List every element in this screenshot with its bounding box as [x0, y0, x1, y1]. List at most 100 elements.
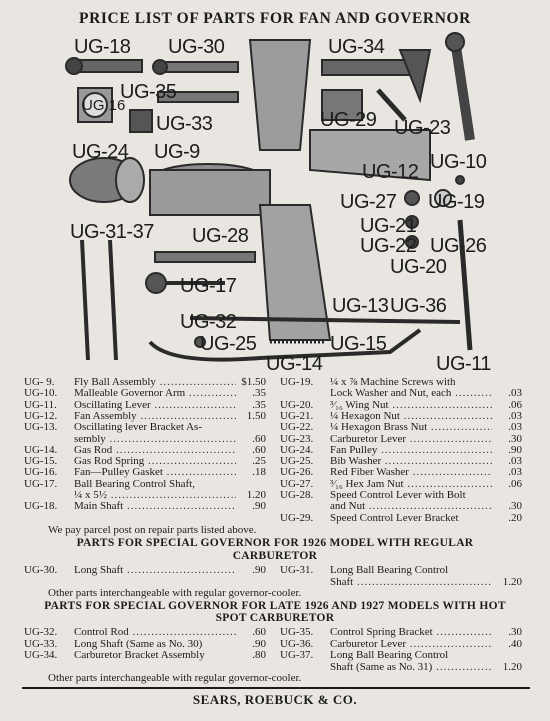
figure-label-ug26: UG-26 — [430, 235, 487, 257]
part-code: UG-10. — [24, 387, 58, 400]
part-code: UG-30. — [24, 564, 58, 576]
figure-label-ug10: UG-10 — [430, 151, 487, 173]
part-row: UG-32.Control Rod.60 — [24, 626, 266, 638]
part-row: UG-29.Speed Control Lever Bracket.20 — [280, 512, 522, 524]
section1-heading-line1: PARTS FOR SPECIAL GOVERNOR FOR 1926 MODE… — [76, 537, 474, 549]
part-row: UG-30. Long Shaft .90 — [24, 564, 266, 576]
figure-label-ug31-37: UG-31-37 — [70, 221, 154, 243]
part-description: Fan Pulley — [330, 444, 492, 456]
part-row: UG-18.Main Shaft.90 — [24, 500, 266, 512]
part-code: UG-20. — [280, 398, 314, 411]
part-description: Malleable Governor Arm — [74, 387, 236, 399]
part-row: UG-11.Oscillating Lever.35 — [24, 399, 266, 411]
part-row: Shaft 1.20 — [280, 576, 522, 588]
part-price: .03 — [508, 387, 522, 400]
figure-label-ug28: UG-28 — [192, 225, 249, 247]
part-description: Long Shaft — [74, 564, 236, 576]
part-code: UG-35. — [280, 626, 314, 638]
figure-label-ug20: UG-20 — [390, 256, 447, 278]
part-code: UG-13. — [24, 421, 58, 434]
figure-label-ug25: UG-25 — [200, 333, 257, 355]
part-row: UG-34.Carburetor Bracket Assembly.80 — [24, 649, 266, 661]
part-code: UG-32. — [24, 626, 58, 638]
part-row: and Nut.30 — [280, 500, 522, 512]
part-code: UG-28. — [280, 489, 314, 501]
part-row: Shaft (Same as No. 31)1.20 — [280, 661, 522, 673]
part-price: .20 — [508, 511, 522, 524]
part-price: 1.20 — [502, 575, 522, 588]
part-description: Carburetor Lever — [330, 638, 492, 650]
figure-label-ug18: UG-18 — [74, 36, 131, 58]
figure-label-ug14: UG-14 — [266, 353, 323, 375]
part-description: sembly — [74, 433, 236, 445]
part-row: UG-25.Bib Washer.03 — [280, 455, 522, 467]
part-description: Shaft — [330, 576, 492, 588]
part-description: Speed Control Lever with Bolt — [330, 489, 466, 501]
part-code: UG- 9. — [24, 376, 55, 388]
part-price: .18 — [252, 466, 266, 479]
part-code: UG-33. — [24, 637, 58, 650]
part-price: .90 — [252, 564, 266, 576]
part-row: UG-21.¼ Hexagon Nut.03 — [280, 410, 522, 422]
part-row: UG-10.Malleable Governor Arm.35 — [24, 387, 266, 399]
part-price: .60 — [252, 432, 266, 445]
part-description: Carburetor Lever — [330, 433, 492, 445]
part-row: UG-26.Red Fiber Washer.03 — [280, 466, 522, 478]
figure-label-ug35: UG-35 — [120, 81, 177, 103]
part-code: UG-23. — [280, 432, 314, 445]
figure-label-ug33: UG-33 — [156, 113, 213, 135]
parts-illustration: UG-18 UG-30 UG-34 UG-35 UG-33 UG-29 UG-2… — [65, 32, 492, 375]
figure-label-ug13: UG-13 — [332, 295, 389, 317]
part-price: .03 — [508, 466, 522, 479]
long-shaft-shape — [157, 61, 239, 73]
part-description: Bib Washer — [330, 455, 492, 467]
part-row: UG-37.Long Ball Bearing Control — [280, 649, 522, 661]
part-price: .60 — [252, 626, 266, 638]
figure-label-ug24: UG-24 — [72, 141, 129, 163]
part-price: .90 — [252, 500, 266, 513]
part-description: ¼ Hexagon Nut — [330, 410, 492, 422]
part-row: Lock Washer and Nut, each .03 — [280, 387, 522, 399]
figure-label-ug11: UG-11 — [436, 353, 491, 375]
part-description: ³⁄₁₆ Wing Nut — [330, 399, 492, 411]
part-description: Oscillating lever Bracket As- — [74, 421, 202, 434]
part-row: sembly .60 — [24, 433, 266, 445]
part-description: Long Ball Bearing Control — [330, 564, 449, 576]
part-code: UG-27. — [280, 477, 314, 490]
part-code: UG-34. — [24, 649, 58, 661]
part-row: UG-35.Control Spring Bracket.30 — [280, 626, 522, 638]
part-price: .30 — [508, 500, 522, 513]
postage-note: We pay parcel post on repair parts liste… — [48, 524, 257, 536]
part-row: UG- 9.Fly Ball Assembly$1.50 — [24, 376, 266, 388]
figure-label-ug27: UG-27 — [340, 191, 397, 213]
part-description: Ball Bearing Control Shaft, — [74, 477, 195, 490]
part-code: UG-18. — [24, 500, 58, 513]
part-description: ¼ Hexagon Brass Nut — [330, 421, 492, 433]
part-description: Lock Washer and Nut, each — [330, 387, 492, 399]
part-price: 1.50 — [246, 409, 266, 422]
part-description: Red Fiber Washer — [330, 466, 492, 478]
part-description: Long Ball Bearing Control — [330, 649, 449, 661]
section2-note: Other parts interchangeable with regular… — [48, 672, 302, 684]
figure-label-ug32: UG-32 — [180, 311, 237, 333]
part-row: UG-19.¼ x ⅞ Machine Screws with — [280, 376, 522, 388]
part-code: UG-16. — [24, 466, 58, 479]
part-price: .03 — [508, 421, 522, 434]
figure-label-ug9: UG-9 — [154, 141, 200, 163]
part-row: UG-31.Long Ball Bearing Control — [280, 564, 522, 576]
figure-label-ug19: UG-19 — [428, 191, 485, 213]
figure-label-ug12: UG-12 — [362, 161, 419, 183]
part-price: .03 — [508, 409, 522, 422]
part-code: UG-19. — [280, 376, 314, 388]
part-code: UG-25. — [280, 455, 314, 468]
figure-label-ug34: UG-34 — [328, 36, 385, 58]
part-row: ¼ x 5½1.20 — [24, 489, 266, 501]
figure-label-ug30: UG-30 — [168, 36, 225, 58]
part-code: UG-22. — [280, 421, 314, 434]
part-description: Gas Rod Spring — [74, 455, 236, 467]
section1-note: Other parts interchangeable with regular… — [48, 587, 302, 599]
section2-heading-line2: SPOT CARBURETOR — [215, 612, 335, 624]
part-description: Long Shaft (Same as No. 30) — [74, 637, 203, 650]
part-code: UG-12. — [24, 409, 58, 422]
